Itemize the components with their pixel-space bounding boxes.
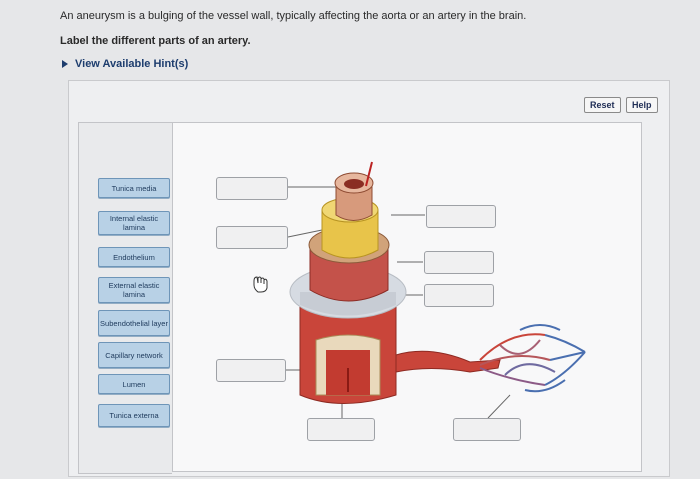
help-button[interactable]: Help — [626, 97, 658, 113]
lumen-opening — [344, 179, 364, 189]
label-tile-capillary-network[interactable]: Capillary network — [98, 342, 170, 368]
drop-target-1[interactable] — [216, 177, 288, 200]
label-tile-tunica-externa[interactable]: Tunica externa — [98, 404, 170, 427]
arteriole-branch — [395, 350, 501, 373]
label-tile-tunica-media[interactable]: Tunica media — [98, 178, 170, 198]
drop-target-5[interactable] — [424, 284, 494, 307]
drop-target-8[interactable] — [453, 418, 521, 441]
drop-target-4[interactable] — [424, 251, 494, 274]
reset-button[interactable]: Reset — [584, 97, 621, 113]
label-tile-lumen[interactable]: Lumen — [98, 374, 170, 394]
internal-elastic-shape — [321, 209, 379, 259]
drop-target-7[interactable] — [307, 418, 375, 441]
drop-target-6[interactable] — [216, 359, 286, 382]
view-hints-label: View Available Hint(s) — [75, 58, 189, 70]
endothelium-shape — [335, 184, 373, 221]
view-hints-link[interactable]: View Available Hint(s) — [62, 58, 188, 70]
hand-pointer-icon — [253, 276, 268, 293]
question-instruction: Label the different parts of an artery. — [60, 35, 251, 47]
question-text: An aneurysm is a bulging of the vessel w… — [60, 10, 527, 22]
triangle-right-icon — [62, 60, 68, 69]
external-elastic-band — [300, 292, 396, 316]
label-tile-external-elastic-lamina[interactable]: External elastic lamina — [98, 277, 170, 303]
label-tile-internal-elastic-lamina[interactable]: Internal elastic lamina — [98, 211, 170, 235]
label-tile-endothelium[interactable]: Endothelium — [98, 247, 170, 267]
capillary-network-shape — [479, 324, 586, 393]
drop-target-3[interactable] — [426, 205, 496, 228]
drop-target-2[interactable] — [216, 226, 288, 249]
flow-arrow — [365, 161, 373, 187]
label-tile-subendothelial-layer[interactable]: Subendothelial layer — [98, 310, 170, 336]
